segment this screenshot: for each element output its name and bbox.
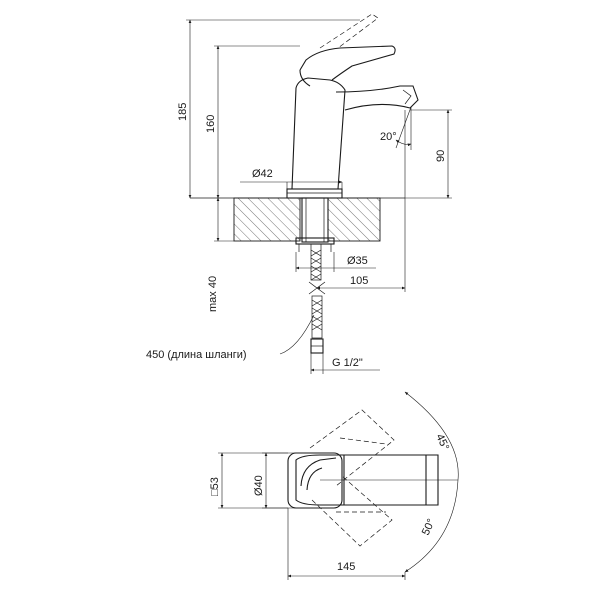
dim-spout-angle: 20° <box>380 131 397 143</box>
countertop-section-left <box>233 197 301 242</box>
mounting-shank <box>301 197 329 243</box>
dim-base-diameter: Ø42 <box>252 168 273 180</box>
dim-top-length: 145 <box>337 561 355 573</box>
label-hose-length: 450 (длина шланги) <box>146 349 247 361</box>
dim-reach: 105 <box>350 275 368 287</box>
dim-height-total: 185 <box>177 103 189 121</box>
base-square <box>287 452 343 509</box>
handle-rotated-45 <box>309 409 395 487</box>
base-ring <box>286 188 343 199</box>
swing-arc <box>404 391 459 573</box>
dim-thread: G 1/2" <box>332 357 363 369</box>
dim-square-size: □53 <box>209 477 221 496</box>
dim-top-diameter: Ø40 <box>253 475 265 496</box>
side-view: 185 160 90 20° Ø42 Ø35 105 max 40 <box>146 13 452 374</box>
handle-rotated-50 <box>311 475 393 547</box>
handle-lever-raised <box>319 13 379 49</box>
dim-spout-clearance: 90 <box>435 150 447 162</box>
countertop-section-right <box>327 197 381 242</box>
dim-handle-angle-45: 45° <box>433 432 451 452</box>
top-view: 45° 50° Ø40 □53 145 <box>209 391 459 580</box>
dim-handle-angle-50: 50° <box>420 517 438 537</box>
hose-braided <box>310 243 322 281</box>
dim-height-spout: 160 <box>205 115 217 133</box>
dim-max-thickness: max 40 <box>207 276 219 312</box>
dim-mount-diameter: Ø35 <box>347 255 368 267</box>
faucet-body <box>291 77 346 190</box>
handle-lever <box>299 45 396 81</box>
spout <box>335 85 419 111</box>
